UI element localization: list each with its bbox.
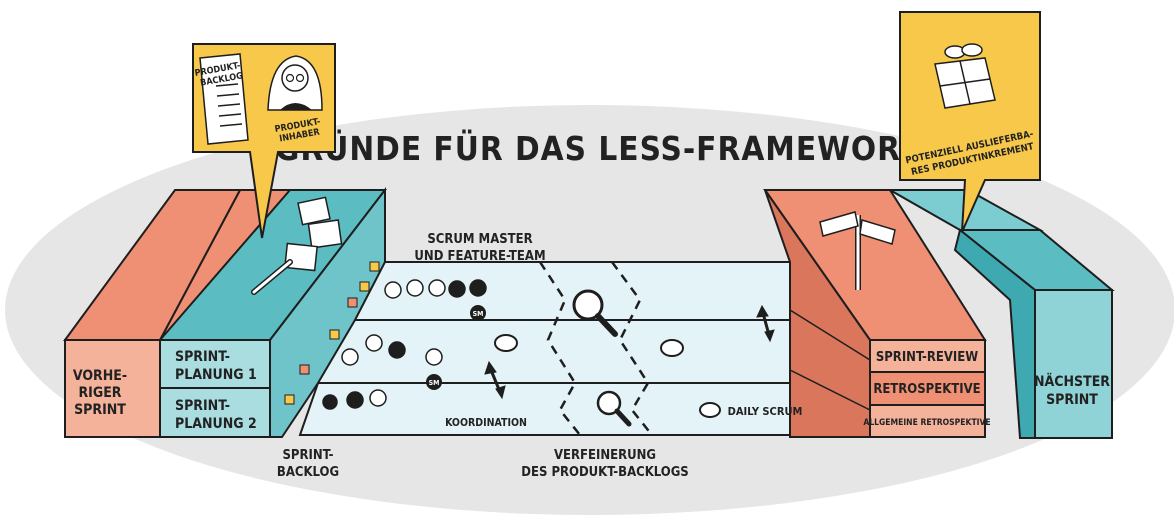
page-title: GRÜNDE FÜR DAS LESS-FRAMEWORK <box>275 128 925 168</box>
sprint-backlog-label: SPRINT- <box>282 448 333 463</box>
document-icon <box>199 53 249 145</box>
sprint-planning-1-label: PLANUNG 1 <box>175 367 257 383</box>
next-sprint-label: SPRINT <box>1046 392 1098 408</box>
sprint-planning-2-label: SPRINT- <box>175 398 230 414</box>
sprint-review-label: SPRINT-REVIEW <box>876 350 978 365</box>
increment-bubble: POTENZIELL AUSLIEFERBA- RES PRODUKTINKRE… <box>899 11 1041 233</box>
sm-badge: SM <box>429 379 440 387</box>
previous-sprint-label: VORHE- <box>73 368 127 384</box>
review-retro-block: SPRINT-REVIEW RETROSPEKTIVE ALLGEMEINE R… <box>763 189 991 438</box>
double-arrow-icon <box>484 304 775 400</box>
retrospective-label: RETROSPEKTIVE <box>873 382 980 397</box>
scrum-master-team-label: UND FEATURE-TEAM <box>414 249 545 264</box>
magnifier-icon <box>596 390 632 427</box>
next-sprint-block: NÄCHSTER SPRINT <box>886 189 1115 439</box>
previous-sprint-label: SPRINT <box>74 402 126 418</box>
sm-badge-icon <box>470 305 486 321</box>
previous-sprint-label: RIGER <box>78 385 121 401</box>
sm-badge: SM <box>473 310 484 318</box>
sprint-backlog-label: BACKLOG <box>277 465 339 480</box>
daily-scrum-label: DAILY SCRUM <box>728 405 803 418</box>
person-icon <box>267 55 323 111</box>
refinement-label: VERFEINERUNG <box>554 448 656 463</box>
speech-bubble-icon <box>494 334 721 418</box>
scrum-master-team-label: SCRUM MASTER <box>427 232 532 247</box>
team-people-icon <box>322 279 487 410</box>
gift-icon <box>934 43 996 109</box>
sprint-planning-1-label: SPRINT- <box>175 349 230 365</box>
sprint-planning-2-label: PLANUNG 2 <box>175 416 257 432</box>
next-sprint-label: NÄCHSTER <box>1034 373 1110 390</box>
overall-retrospective-label: ALLGEMEINE RETROSPEKTIVE <box>863 418 990 428</box>
sprint-planning-block: SPRINT- PLANUNG 1 SPRINT- PLANUNG 2 <box>157 187 388 438</box>
coordination-label: KOORDINATION <box>445 417 527 429</box>
sprint-floor <box>298 261 870 436</box>
magnifier-icon <box>572 289 618 337</box>
product-owner-bubble: PRODUKT- BACKLOG PRODUKT- INHABER <box>192 43 336 239</box>
sm-badge-icon <box>426 374 442 390</box>
refinement-label: DES PRODUKT-BACKLOGS <box>521 465 688 480</box>
